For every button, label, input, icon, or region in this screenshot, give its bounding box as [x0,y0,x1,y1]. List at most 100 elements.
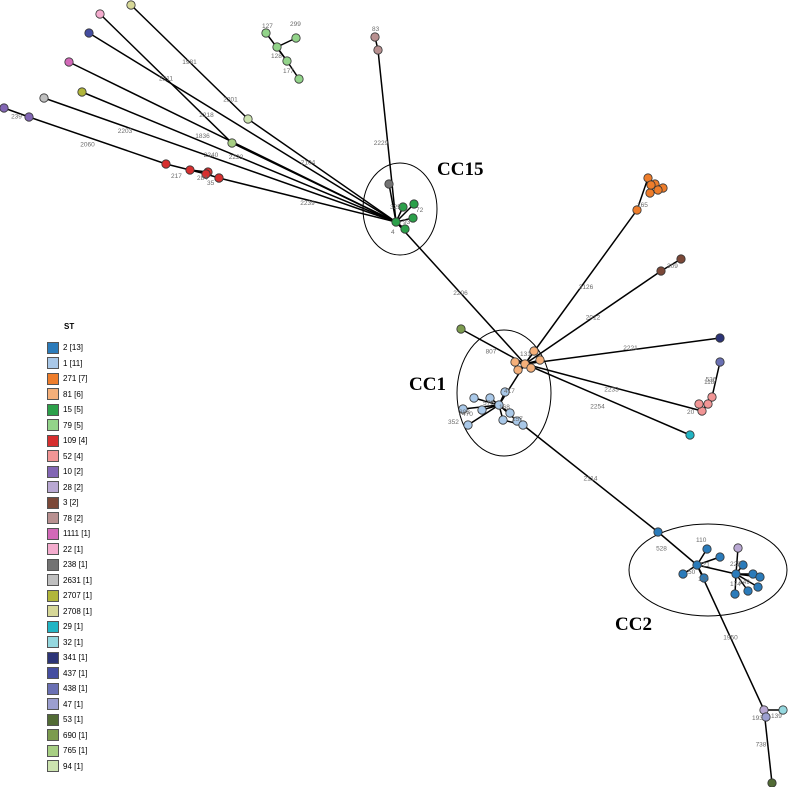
edge-cc2top-cc2hub [657,531,698,566]
node-cc15hub [391,217,401,227]
node-n109b [185,165,195,175]
node-n2j [743,586,753,596]
legend-swatch [47,512,59,525]
node-n2b [702,544,712,554]
node-label-118: 118 [704,379,715,386]
edge-cc1hub-n3a [524,270,662,365]
node-label-177: 177 [283,68,294,75]
edge-n437-cc15hub [88,32,397,223]
legend-item: 3 [2] [47,495,157,511]
legend-item: 437 [1] [47,666,157,682]
node-n79e [294,74,304,84]
edge-label-2221: 2221 [623,345,638,352]
node-n2c [715,552,725,562]
legend-swatch [47,651,59,664]
node-label-165: 165 [637,202,648,209]
node-n35 [214,173,224,183]
edge-label-2233: 2233 [604,387,619,394]
legend-label: 79 [5] [63,420,84,430]
edge-cc1hub-n271a [524,209,638,365]
legend-swatch [47,481,59,494]
legend-item: 47 [1] [47,697,157,713]
legend-label: 22 [1] [63,544,84,554]
node-n690 [456,324,466,334]
legend-label: 10 [2] [63,467,84,477]
node-n78a [370,32,380,42]
edge-label-2218: 2218 [199,112,214,119]
node-n437 [84,28,94,38]
node-n109d [201,169,211,179]
legend-item: 2 [13] [47,340,157,356]
node-label-139: 139 [771,713,782,720]
cc2-ellipse [628,523,788,617]
node-label-168: 168 [499,404,510,411]
node-n341 [715,333,725,343]
edge-n35-cc15hub [218,177,397,223]
edge-cc15hub-cc1hub [395,221,526,365]
node-n2h [755,572,765,582]
legend-swatch [47,403,59,416]
edge-label-2222: 2222 [229,154,244,161]
legend-label: 341 [1] [63,653,88,663]
legend-label: 2708 [1] [63,606,92,616]
cc15-label: CC15 [437,159,483,180]
node-label-299: 299 [290,21,301,28]
node-label-157: 157 [512,416,523,423]
edge-label-2254: 2254 [590,404,605,411]
legend-item: 438 [1] [47,681,157,697]
node-label-284: 284 [197,175,208,182]
legend-swatch [47,450,59,463]
node-n79a [261,28,271,38]
legend-item: 29 [1] [47,619,157,635]
legend-swatch [47,620,59,633]
edge-label-807: 807 [486,349,497,356]
legend-swatch [47,760,59,773]
legend-label: 2631 [1] [63,575,92,585]
edge-n2631-cc15hub [43,97,397,223]
edge-n94-cc15hub [247,118,397,223]
legend-item: 2708 [1] [47,604,157,620]
legend-swatch [47,543,59,556]
legend-label: 29 [1] [63,622,84,632]
node-n271f [653,185,663,195]
node-n1e [458,404,468,414]
cc1-ellipse [456,329,552,457]
node-n1g [505,408,515,418]
node-n78b [373,45,383,55]
edge-n238-cc15hub [388,183,397,223]
edge-n2707-cc15hub [81,91,397,223]
edge-n28b-n53 [763,709,773,784]
node-cc2hub [692,560,702,570]
edge-label-2211: 2211 [159,76,173,83]
node-label-576: 576 [483,400,494,407]
node-n2631 [39,93,49,103]
node-label-93: 93 [403,219,411,226]
edge-label-1950: 1950 [723,635,738,642]
node-n47 [761,712,771,722]
node-n2k [730,589,740,599]
node-n271g [646,180,656,190]
node-n2708 [126,0,136,10]
node-n53 [767,778,777,787]
node-label-131: 131 [520,351,531,358]
edge-label-2060: 2060 [80,142,95,149]
edge-label-2240: 2240 [204,152,219,159]
node-label-325: 325 [390,204,401,211]
node-n1h [463,420,473,430]
edge-cc2hub-n2f [696,564,737,575]
node-label-72: 72 [416,207,424,214]
legend-item: 81 [6] [47,387,157,403]
node-n52d [703,399,713,409]
node-n109a [161,159,171,169]
node-n22 [95,9,105,19]
legend-label: 32 [1] [63,637,84,647]
node-n2i [753,582,763,592]
edge-n22-n765 [99,13,233,144]
legend-label: 1111 [1] [63,529,91,539]
edge-n271a-n271b [636,177,649,211]
cc2-label: CC2 [615,614,652,635]
node-n2d [699,573,709,583]
node-n79c [272,42,282,52]
